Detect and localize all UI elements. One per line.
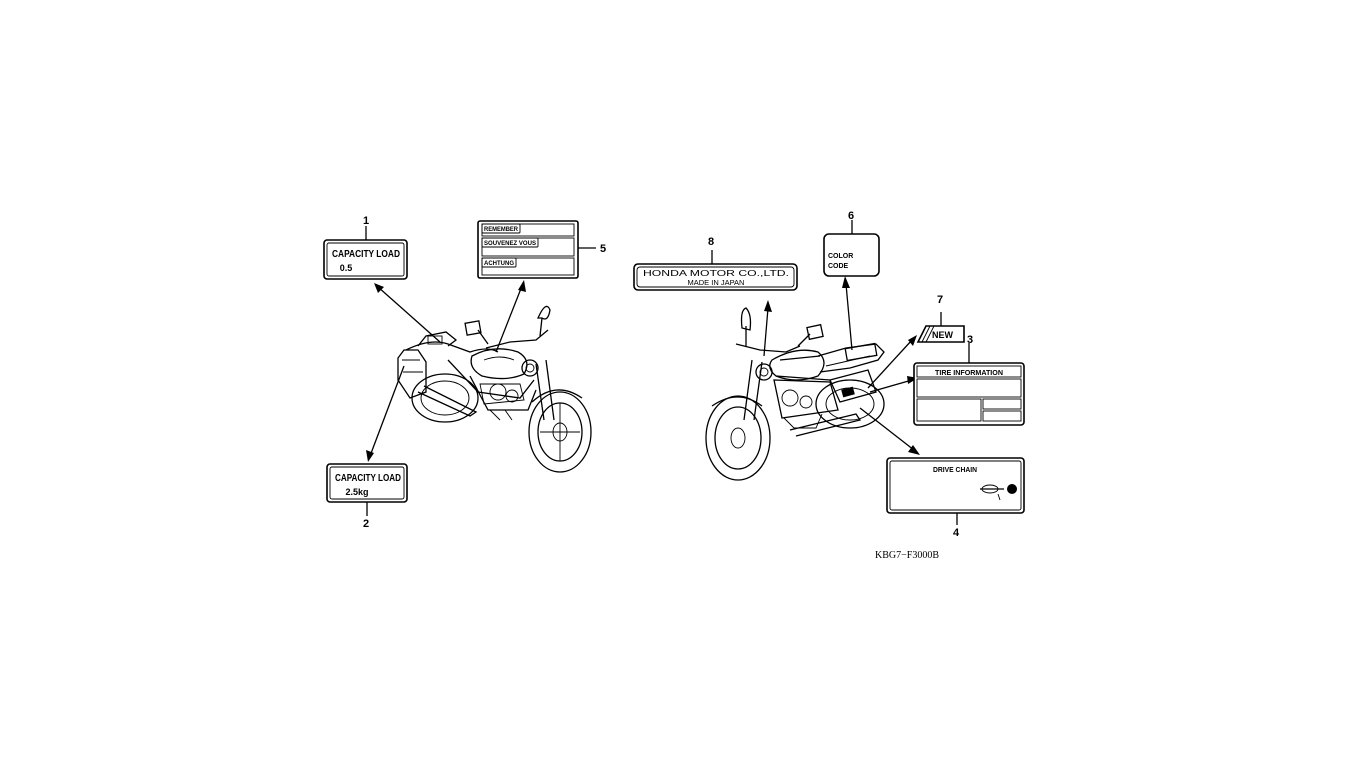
new-tag-text: NEW bbox=[932, 330, 954, 340]
color-code-label: COLOR CODE bbox=[823, 233, 880, 277]
callout-3: 3 bbox=[967, 334, 973, 346]
capacity-top-value: 0.5 bbox=[340, 263, 353, 273]
capacity-bottom-value: 2.5kg bbox=[345, 487, 368, 497]
caution-label: REMEMBER SOUVENEZ VOUS ACHTUNG bbox=[477, 220, 579, 279]
honda-maker-plate: HONDA MOTOR CO.,LTD. MADE IN JAPAN bbox=[633, 263, 798, 291]
callout-6: 6 bbox=[848, 210, 854, 222]
capacity-load-label-bottom: CAPACITY LOAD 2.5kg bbox=[326, 463, 408, 503]
capacity-load-label-top: CAPACITY LOAD 0.5 bbox=[323, 239, 408, 280]
motorcycle-right-illustration bbox=[705, 307, 885, 481]
leader-arrows-right bbox=[763, 276, 920, 455]
tire-information-title: TIRE INFORMATION bbox=[935, 370, 1003, 377]
tire-information-label: TIRE INFORMATION bbox=[913, 362, 1025, 426]
new-tag-label: NEW bbox=[916, 325, 965, 343]
diagram-reference-code: KBG7−F3000B bbox=[875, 550, 939, 561]
callout-7: 7 bbox=[937, 294, 943, 306]
capacity-top-title: CAPACITY LOAD bbox=[332, 248, 400, 260]
leader-arrows-left bbox=[366, 280, 526, 462]
honda-plate-line-2: MADE IN JAPAN bbox=[688, 278, 745, 287]
chain-adjust-icon bbox=[980, 484, 1017, 501]
callout-2: 2 bbox=[363, 518, 369, 530]
drive-chain-title: DRIVE CHAIN bbox=[933, 465, 977, 474]
color-code-line-1: COLOR bbox=[828, 253, 853, 260]
capacity-bottom-title: CAPACITY LOAD bbox=[335, 472, 401, 484]
callout-5: 5 bbox=[600, 243, 606, 255]
caution-line-1: REMEMBER bbox=[484, 226, 518, 233]
callout-1: 1 bbox=[363, 215, 369, 227]
caution-line-3: ACHTUNG bbox=[484, 260, 514, 267]
color-code-line-2: CODE bbox=[828, 263, 849, 270]
callout-4: 4 bbox=[953, 527, 960, 539]
callout-8: 8 bbox=[708, 236, 714, 248]
drive-chain-label: DRIVE CHAIN bbox=[886, 457, 1025, 514]
honda-plate-line-1: HONDA MOTOR CO.,LTD. bbox=[643, 268, 789, 278]
caution-line-2: SOUVENEZ VOUS bbox=[484, 240, 537, 247]
motorcycle-left-illustration bbox=[397, 305, 592, 473]
